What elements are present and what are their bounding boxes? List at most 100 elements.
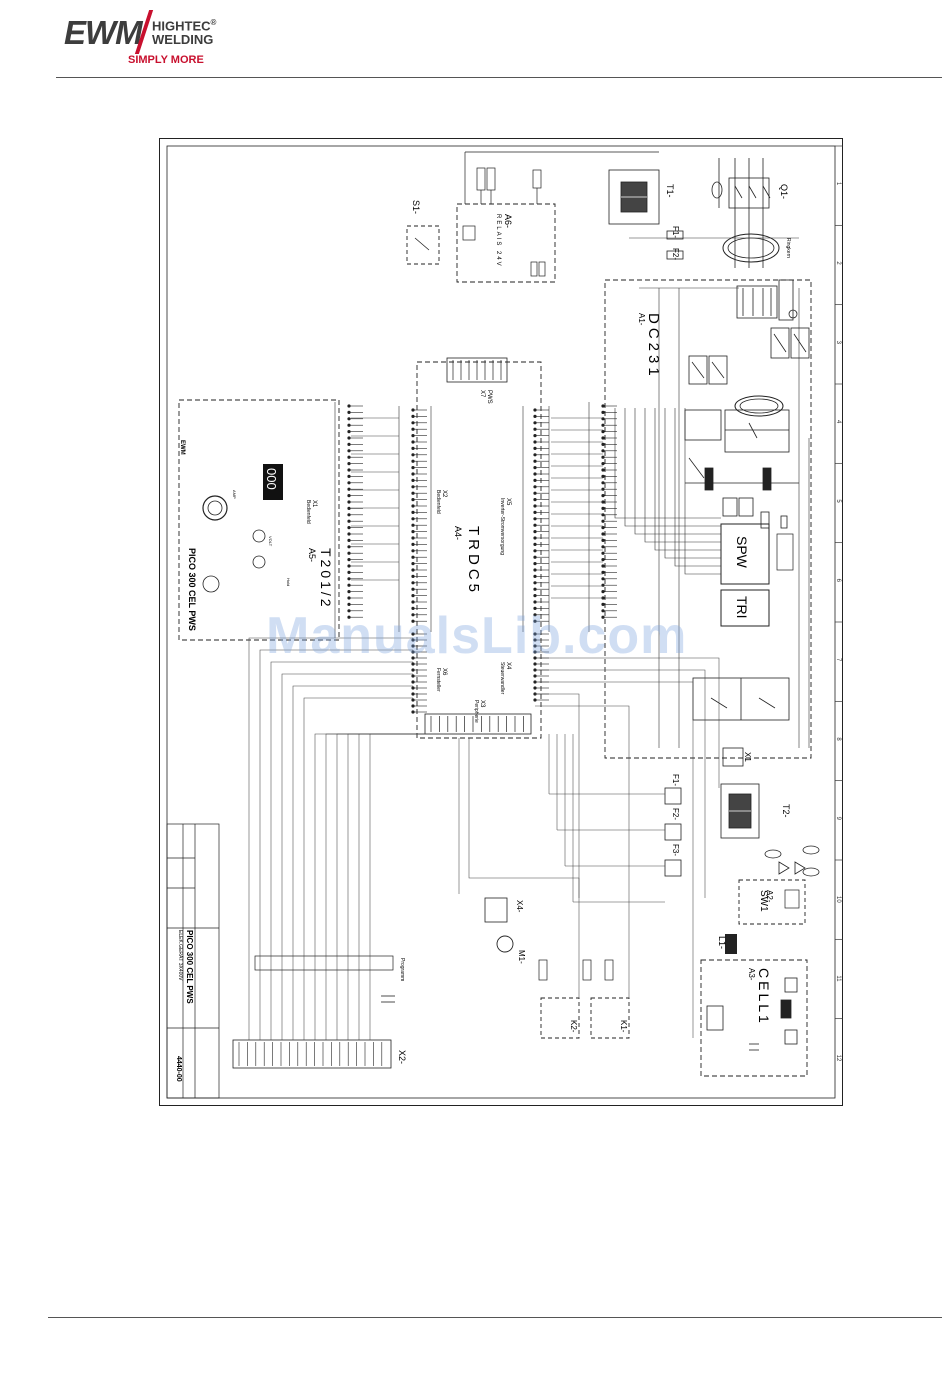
zone-ticks <box>835 145 843 1020</box>
program-bar <box>254 955 394 971</box>
module-a2-type: SW1 <box>758 890 769 912</box>
power-stage <box>684 409 799 491</box>
zone-number: 2 <box>835 261 841 265</box>
label-x1-board-sub: Bedienfeld <box>305 500 311 524</box>
capacitor-program <box>381 995 395 1003</box>
capacitor-bank-left <box>688 355 728 385</box>
label-pws: PWS <box>486 390 492 404</box>
label-x2: X2- <box>397 1050 407 1064</box>
connector-x3-pins <box>430 716 524 732</box>
panel-knob-icon <box>202 495 228 521</box>
connector-x1 <box>722 747 744 767</box>
module-a1-name: A1- <box>637 313 646 326</box>
watermark: ManualsLib.com <box>266 607 688 665</box>
module-spw-box <box>720 523 770 585</box>
logo-wordmark: EWM <box>64 14 143 51</box>
bus-lines <box>351 417 603 599</box>
title-block <box>166 823 220 1099</box>
transformer-t1 <box>608 169 660 225</box>
zone-number: 11 <box>835 975 841 982</box>
module-spw-label: SPW <box>734 536 750 569</box>
zone-number: 8 <box>835 737 841 741</box>
label-f1-top: F1- <box>671 226 680 238</box>
module-tri-box <box>720 589 770 627</box>
panel-brand: EWM <box>179 440 185 455</box>
connector-x4 <box>484 897 508 923</box>
label-x3-board: X3 <box>479 700 485 708</box>
relay-k1-box <box>590 997 630 1039</box>
transformer-t2 <box>720 783 760 839</box>
header-divider <box>56 77 942 78</box>
a4-connector-pins <box>334 402 617 714</box>
module-a1-type: DC231 <box>645 313 662 380</box>
ewm-logo: EWM HIGHTEC® WELDING SIMPLY MORE <box>64 8 234 72</box>
label-x5-board-sub: Inverter-Stromversorgung <box>499 498 505 555</box>
connector-x2-pins <box>238 1042 383 1066</box>
panel-encoder-icon <box>202 575 220 593</box>
module-a5-box <box>178 399 340 641</box>
panel-display-value: 000 <box>264 468 279 490</box>
relay-a6-parts <box>462 151 659 277</box>
zone-number: 3 <box>835 341 841 345</box>
label-q1: Q1- <box>779 184 789 199</box>
label-f2: F2- <box>671 808 680 820</box>
label-program: Programm <box>399 958 405 981</box>
resistor-array <box>722 497 788 529</box>
diode-group <box>764 845 820 877</box>
zone-number: 10 <box>835 896 841 903</box>
label-x2-board: X2 <box>441 490 447 498</box>
zone-number: 6 <box>835 579 841 583</box>
switch-s1-box <box>406 225 440 265</box>
label-x2-board-sub: Bedienfeld <box>435 490 441 514</box>
connector-x2-terminal <box>232 1039 392 1069</box>
zone-number: 12 <box>835 1055 841 1062</box>
panel-button-amp-icon <box>252 529 266 543</box>
module-a2-name: A2- <box>765 890 774 903</box>
title-block-drawing-no: 4440-00 <box>175 1056 182 1082</box>
label-f2-top: F2- <box>671 248 680 260</box>
label-f3: F3- <box>671 844 680 856</box>
module-a5-name: A5- <box>307 548 317 562</box>
label-x5-board: X5 <box>505 498 511 506</box>
relay-k2-box <box>540 997 580 1039</box>
fuses-f1-f3 <box>664 787 682 877</box>
label-x1: X1 <box>743 752 752 762</box>
label-t1: T1- <box>665 184 675 198</box>
panel-label-hold: Hold <box>286 578 291 586</box>
module-a1-box <box>604 279 812 759</box>
long-wires <box>248 637 720 1040</box>
label-x1-board: X1 <box>311 500 317 508</box>
zone-number: 5 <box>835 499 841 503</box>
label-x3-board-sub: Peripherie <box>473 700 479 723</box>
title-block-product: PICO 300 CEL PWS <box>185 930 194 1004</box>
logo-tagline: SIMPLY MORE <box>128 54 204 66</box>
module-a4-name: A4- <box>453 526 463 540</box>
fuse-f1-f2 <box>666 230 684 260</box>
label-k1: K1- <box>619 1020 628 1033</box>
a1-signal-lines <box>614 237 810 748</box>
label-x4: X4- <box>515 900 524 913</box>
label-s1: S1- <box>411 200 421 214</box>
inductor-l1 <box>725 934 737 954</box>
label-x4-board: X4 <box>505 662 511 670</box>
label-t2: T2- <box>781 804 791 818</box>
label-x6-board: X6 <box>441 668 447 676</box>
ferrite-ring-middle <box>734 395 784 417</box>
panel-label-volt: VOLT <box>268 536 273 547</box>
label-x4-board-sub: Steuerwandler <box>499 662 505 695</box>
label-x7: X7 <box>479 390 485 398</box>
logo-hightec-welding: HIGHTEC® WELDING <box>152 18 217 48</box>
panel-button-volt-icon <box>252 555 266 569</box>
zone-number: 9 <box>835 817 841 821</box>
switch-q1 <box>718 158 771 268</box>
panel-display <box>263 464 283 500</box>
label-f1: F1- <box>671 774 680 786</box>
label-m1: M1- <box>517 950 526 964</box>
cell-components <box>706 977 798 1051</box>
zone-number: 7 <box>835 658 841 662</box>
footer-divider <box>48 1317 942 1318</box>
ferrite-ring-top <box>722 233 780 263</box>
